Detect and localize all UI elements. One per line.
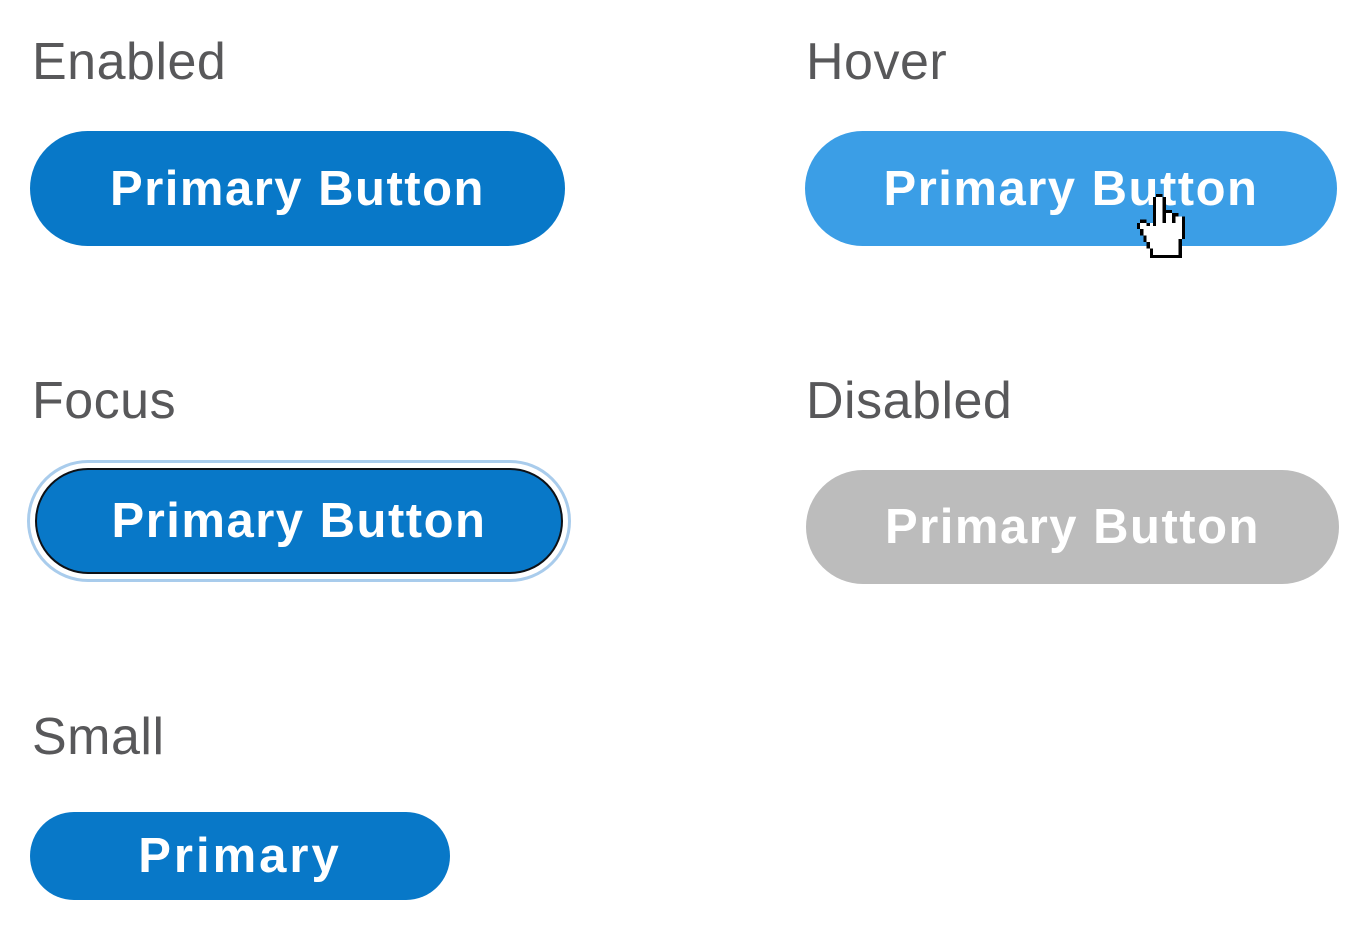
state-label-focus: Focus: [32, 372, 177, 430]
primary-button-enabled[interactable]: Primary Button: [30, 131, 565, 246]
state-label-small: Small: [32, 708, 165, 766]
primary-button-focus[interactable]: Primary Button: [27, 460, 571, 582]
primary-button-disabled[interactable]: Primary Button: [806, 470, 1339, 584]
state-label-disabled: Disabled: [806, 372, 1013, 430]
primary-button-hover[interactable]: Primary Button: [805, 131, 1337, 246]
state-label-hover: Hover: [806, 33, 948, 91]
state-label-enabled: Enabled: [32, 33, 227, 91]
primary-button-small[interactable]: Primary: [30, 812, 450, 900]
